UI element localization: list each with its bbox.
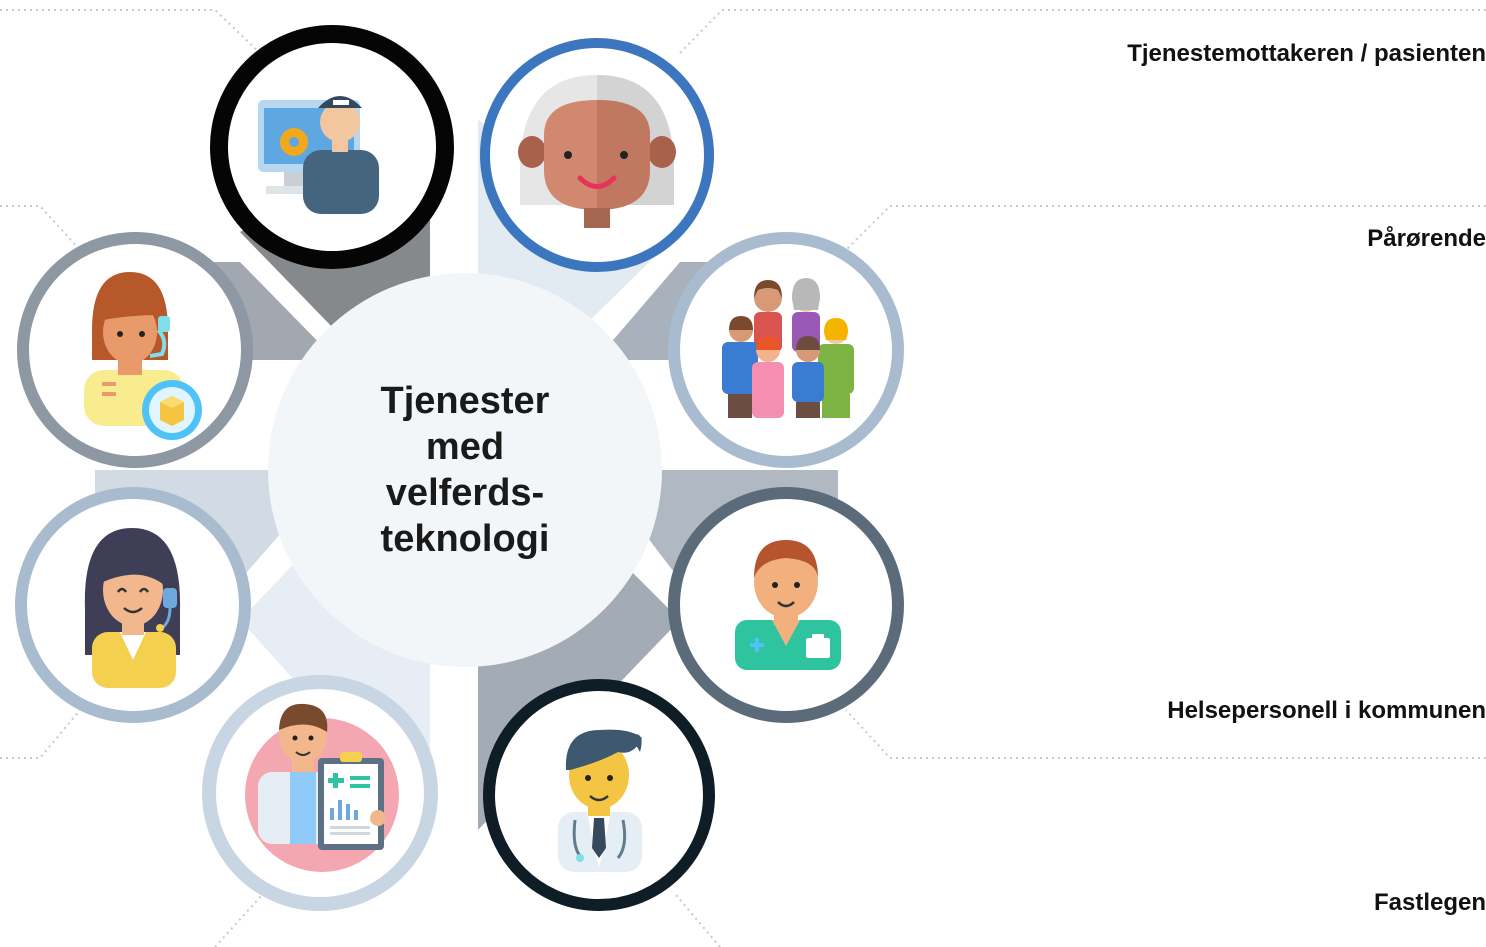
connector-top-left bbox=[0, 9, 263, 56]
doctor-stethoscope-icon bbox=[558, 729, 642, 872]
connector-bottom-right bbox=[675, 894, 721, 947]
label-health-personnel: Helsepersonell i kommunen bbox=[1167, 697, 1486, 724]
receptionist-icon bbox=[84, 528, 181, 688]
doctor-clipboard-icon bbox=[245, 703, 399, 872]
elderly-node bbox=[480, 38, 714, 272]
center-title-line-4: teknologi bbox=[380, 518, 550, 560]
label-patient: Tjenestemottakeren / pasienten bbox=[1127, 40, 1486, 67]
dotted-connectors bbox=[0, 9, 1486, 947]
receptionist-node bbox=[15, 487, 251, 723]
connector-right-upper bbox=[845, 205, 1486, 251]
center-title-line-3: velferds- bbox=[385, 472, 545, 514]
nurse-icon bbox=[735, 540, 841, 670]
doctor-stethoscope-node bbox=[483, 679, 715, 911]
center-title: Tjenester med velferds- teknologi bbox=[320, 378, 610, 562]
connector-left-lower bbox=[0, 709, 81, 759]
technician-icon bbox=[258, 96, 379, 214]
connector-top-right bbox=[677, 9, 1486, 56]
label-gp: Fastlegen bbox=[1373, 889, 1486, 916]
elderly-woman-icon bbox=[518, 75, 676, 228]
technician-node bbox=[210, 25, 454, 269]
connector-left-upper bbox=[0, 205, 81, 251]
family-icon bbox=[722, 278, 854, 418]
center-title-line-2: med bbox=[425, 426, 505, 468]
doctor-clipboard-node bbox=[202, 675, 438, 911]
label-relatives: Pårørende bbox=[1367, 225, 1486, 252]
connector-bottom-left bbox=[214, 894, 263, 947]
family-node bbox=[668, 232, 904, 468]
central-hub bbox=[268, 273, 662, 667]
nurse-node bbox=[668, 487, 904, 723]
connector-right-lower bbox=[845, 709, 1486, 759]
support-node bbox=[17, 232, 253, 468]
center-title-line-1: Tjenester bbox=[380, 380, 550, 422]
support-agent-icon bbox=[84, 272, 202, 440]
